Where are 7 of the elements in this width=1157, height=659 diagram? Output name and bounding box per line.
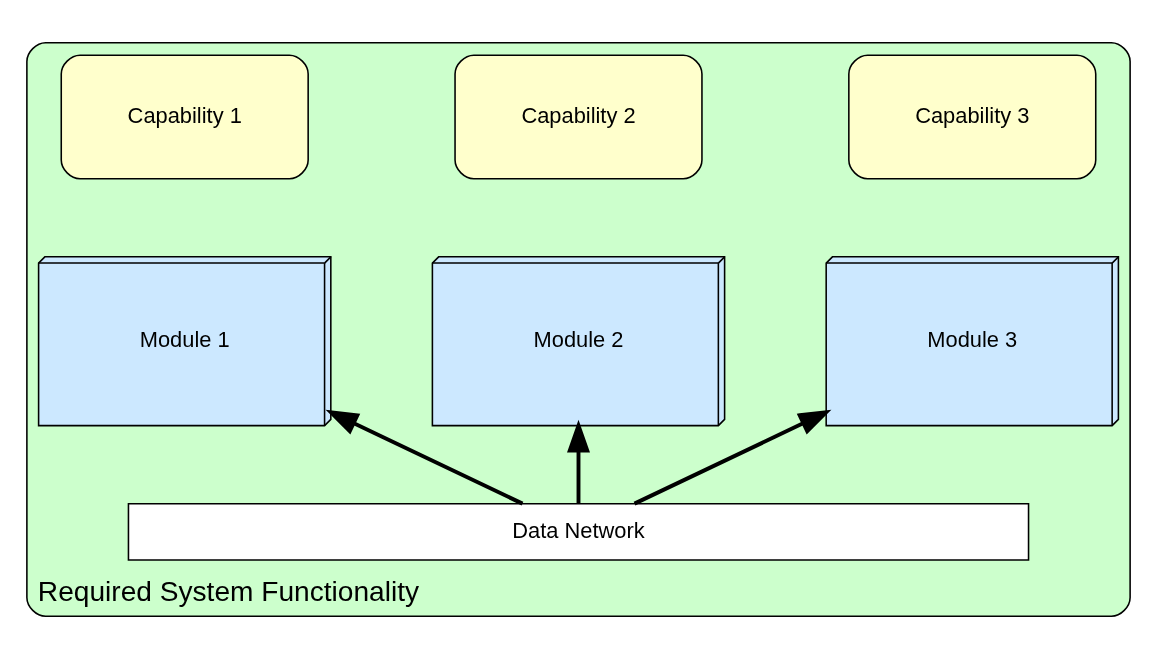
node-box: Capability 1 xyxy=(60,54,309,180)
arrow xyxy=(633,409,832,506)
node-box: Capability 2 xyxy=(454,54,703,180)
arrow xyxy=(567,419,590,504)
node-box: Capability 3 xyxy=(848,54,1097,180)
arrow xyxy=(325,409,524,506)
node-box: Data Network xyxy=(127,502,1030,561)
